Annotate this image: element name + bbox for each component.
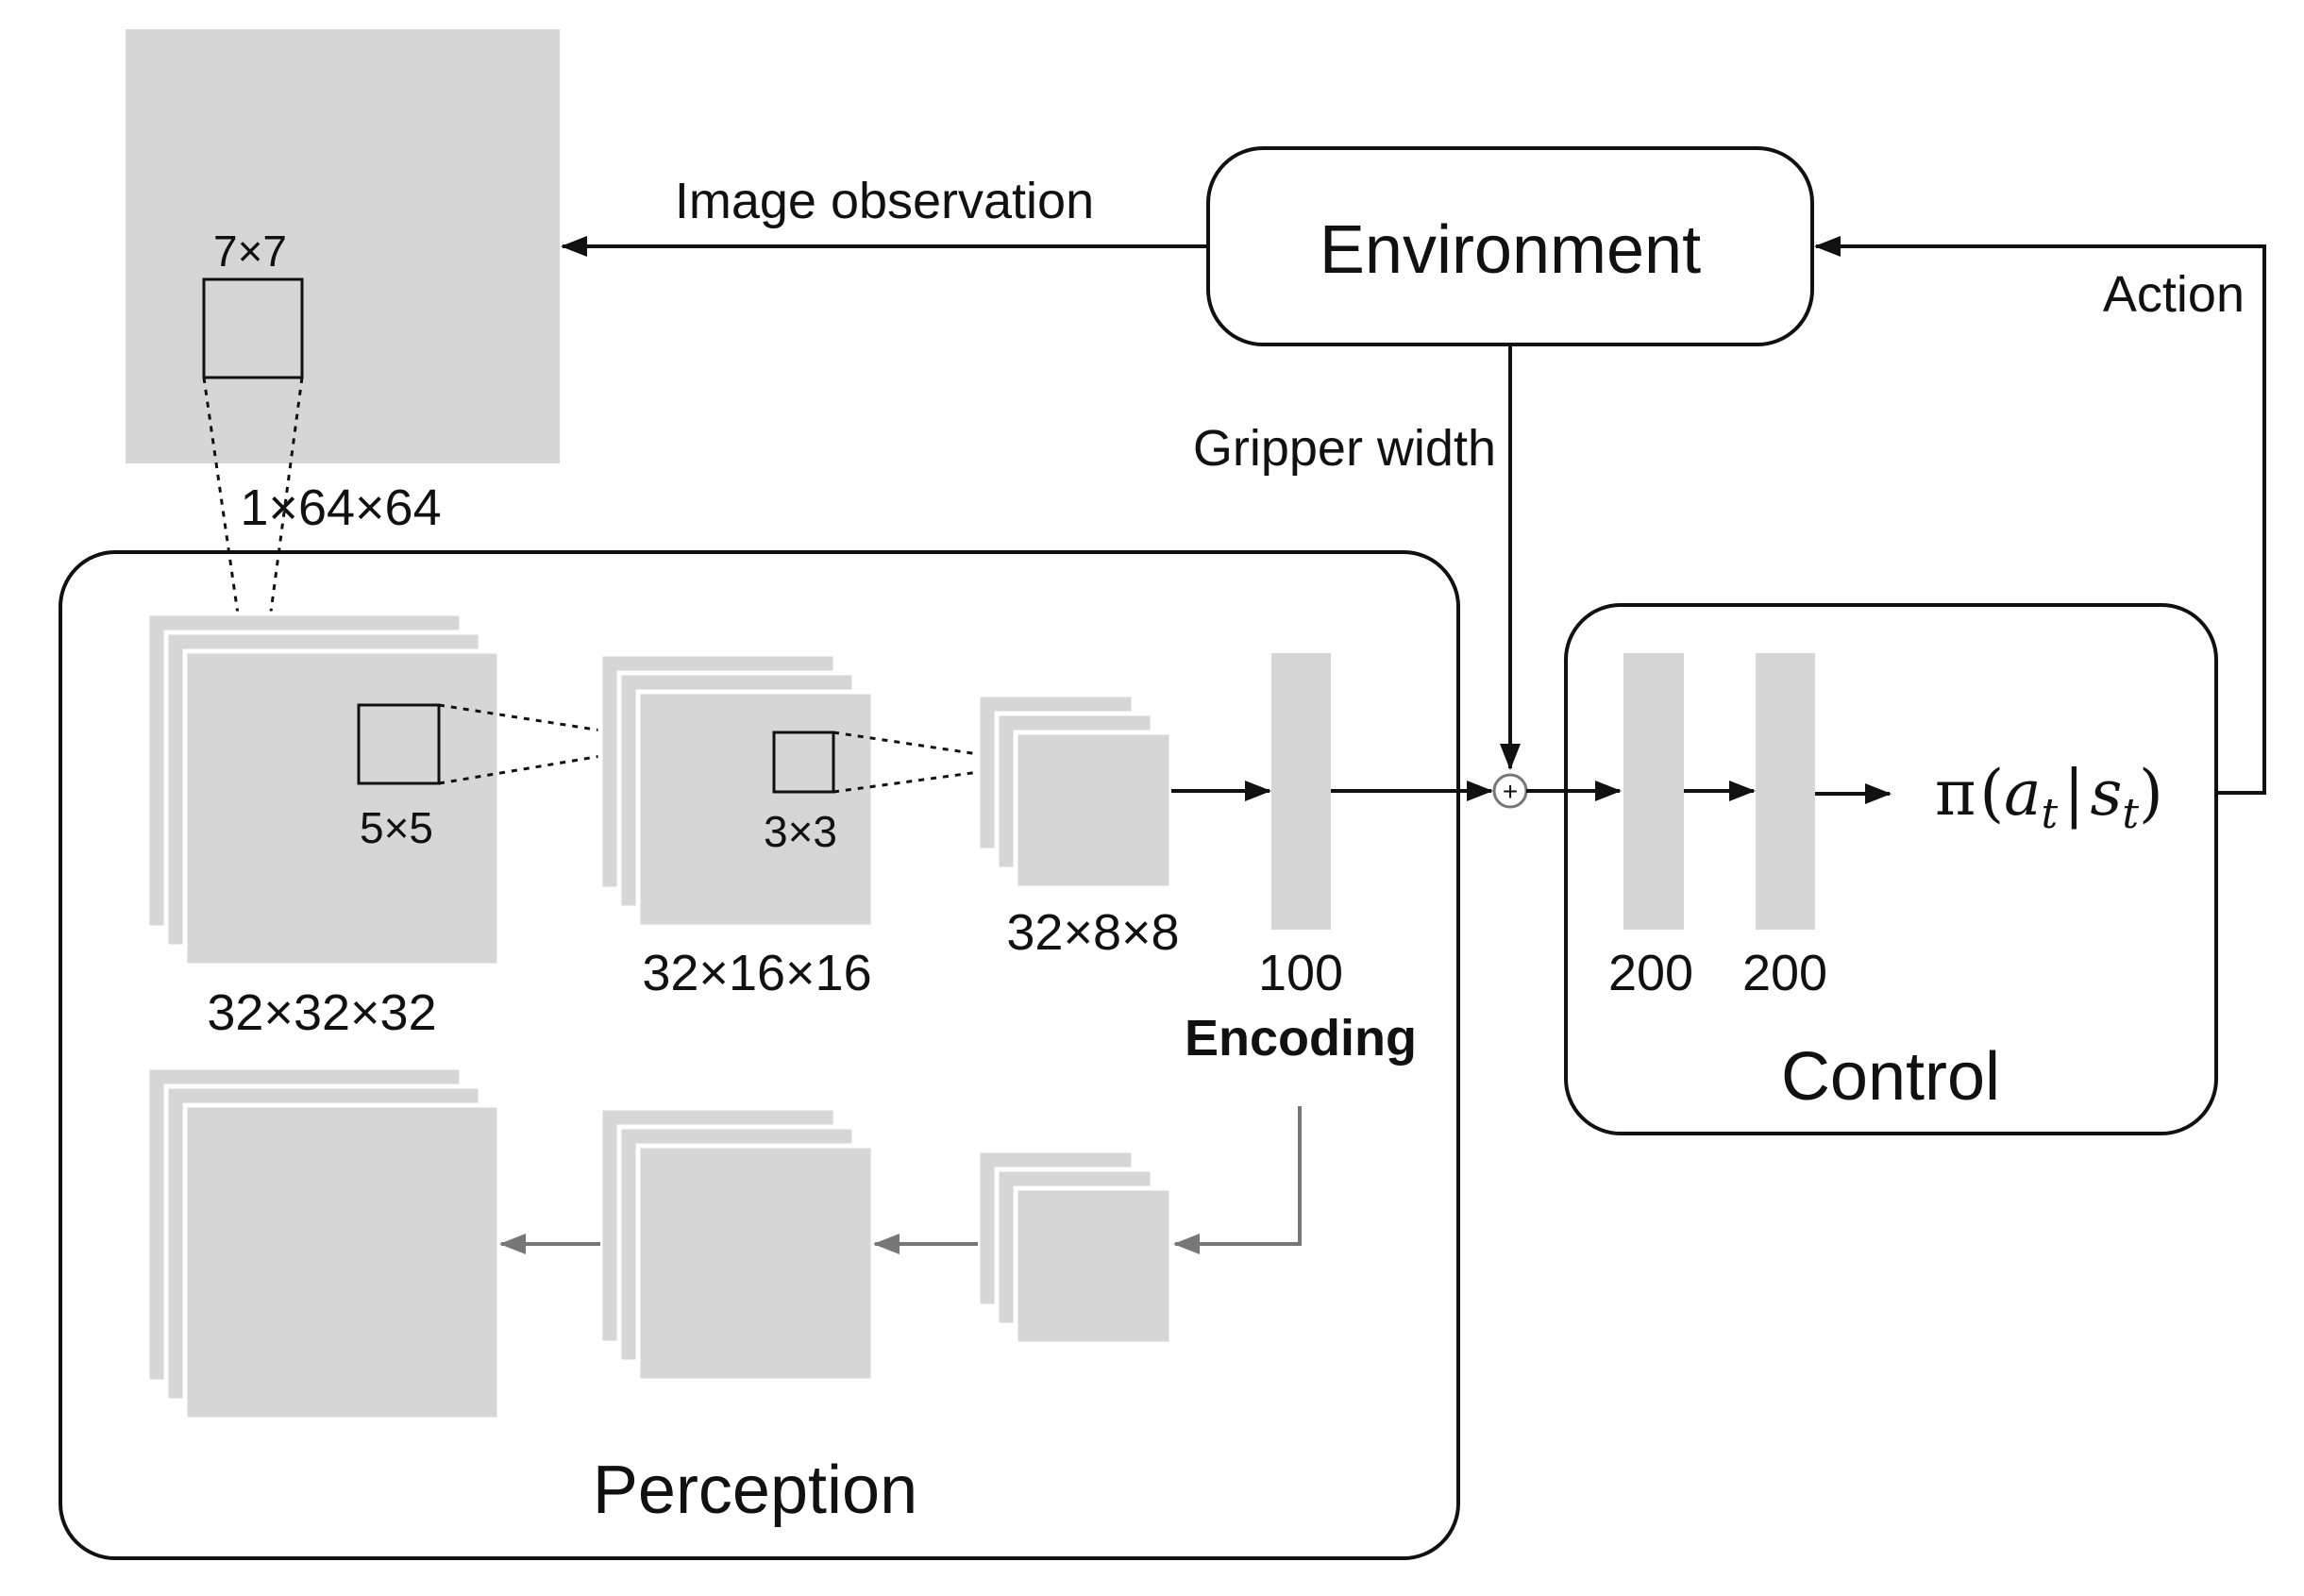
image-observation-label: Image observation xyxy=(675,173,1094,229)
encoding-size-label: 100 xyxy=(1258,945,1343,1001)
perception-box xyxy=(59,550,1460,1560)
kernel-5x5-box xyxy=(357,703,441,785)
projection-5x5 xyxy=(438,703,681,785)
encoding-label: Encoding xyxy=(1185,1010,1417,1067)
perception-module: Perception 5×5 32×32×32 3×3 32×16×16 xyxy=(59,550,1493,1560)
kernel-7x7-box xyxy=(202,277,304,379)
control-module: Control 200 200 π(at|st) xyxy=(1564,603,2218,1135)
policy-label: π(at|st) xyxy=(1935,757,2163,838)
conv1-size-label: 32×32×32 xyxy=(207,984,436,1041)
kernel-7x7-label: 7×7 xyxy=(213,227,287,276)
control-layer-1-label: 200 xyxy=(1608,945,1693,1001)
environment-title: Environment xyxy=(1320,212,1701,288)
kernel-5x5-label: 5×5 xyxy=(360,803,433,852)
conv1-feature-maps: 5×5 32×32×32 xyxy=(144,611,502,1041)
encoding-layer: 100 Encoding xyxy=(1185,653,1417,1067)
concat-node: + xyxy=(1492,773,1528,809)
control-box xyxy=(1564,603,2218,1135)
image-observation: 7×7 1×64×64 xyxy=(126,29,560,536)
conv2-feature-maps: 3×3 32×16×16 xyxy=(597,651,876,1001)
kernel-3x3-box xyxy=(772,731,835,794)
concat-symbol: + xyxy=(1503,777,1518,806)
encoding-to-decoder-arrow xyxy=(1173,1106,1302,1254)
control-layer-2 xyxy=(1756,653,1815,930)
reconstruction-feature-maps xyxy=(144,1065,502,1422)
conv3-feature-maps: 32×8×8 xyxy=(975,692,1180,961)
control-layer-2-label: 200 xyxy=(1742,945,1827,1001)
perception-title: Perception xyxy=(593,1453,917,1528)
gripper-width-label: Gripper width xyxy=(1193,420,1496,477)
observation-size-label: 1×64×64 xyxy=(240,479,441,536)
kernel-3x3-label: 3×3 xyxy=(764,807,837,856)
action-label: Action xyxy=(2103,266,2245,323)
conv2-size-label: 32×16×16 xyxy=(642,945,871,1001)
control-layer-1 xyxy=(1623,653,1684,930)
deconv1-feature-maps xyxy=(975,1148,1174,1347)
environment-node: Environment xyxy=(1206,146,1814,346)
control-title: Control xyxy=(1781,1039,2000,1115)
observation-image xyxy=(126,29,560,463)
action-arrow xyxy=(1814,236,2266,795)
deconv2-feature-maps xyxy=(597,1105,876,1384)
encoding-vector xyxy=(1271,653,1331,930)
conv3-size-label: 32×8×8 xyxy=(1006,904,1179,961)
